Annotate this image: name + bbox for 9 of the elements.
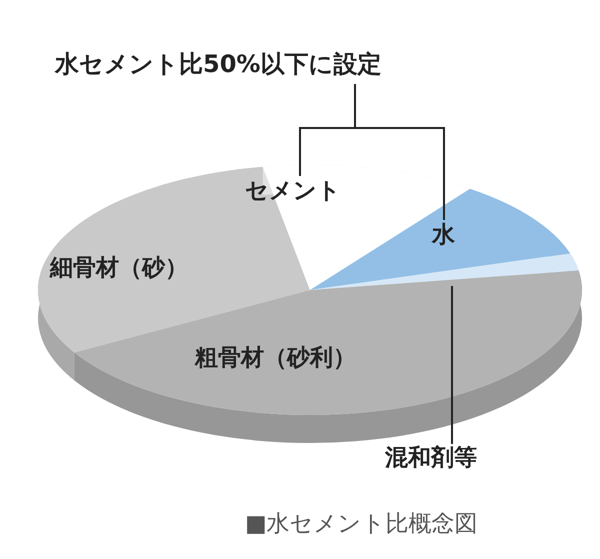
leader-line (451, 286, 453, 444)
callout-text: 水セメント比50%以下に設定 (55, 50, 382, 79)
leader-line (354, 84, 445, 220)
slice-label: 細骨材（砂） (50, 255, 188, 283)
slice-label: 水 (432, 222, 455, 250)
caption: ■水セメント比概念図 (245, 510, 478, 539)
slice-label: セメント (245, 178, 341, 206)
callout-text: 混和剤等 (385, 445, 477, 473)
slice-label: 粗骨材（砂利） (195, 345, 356, 373)
